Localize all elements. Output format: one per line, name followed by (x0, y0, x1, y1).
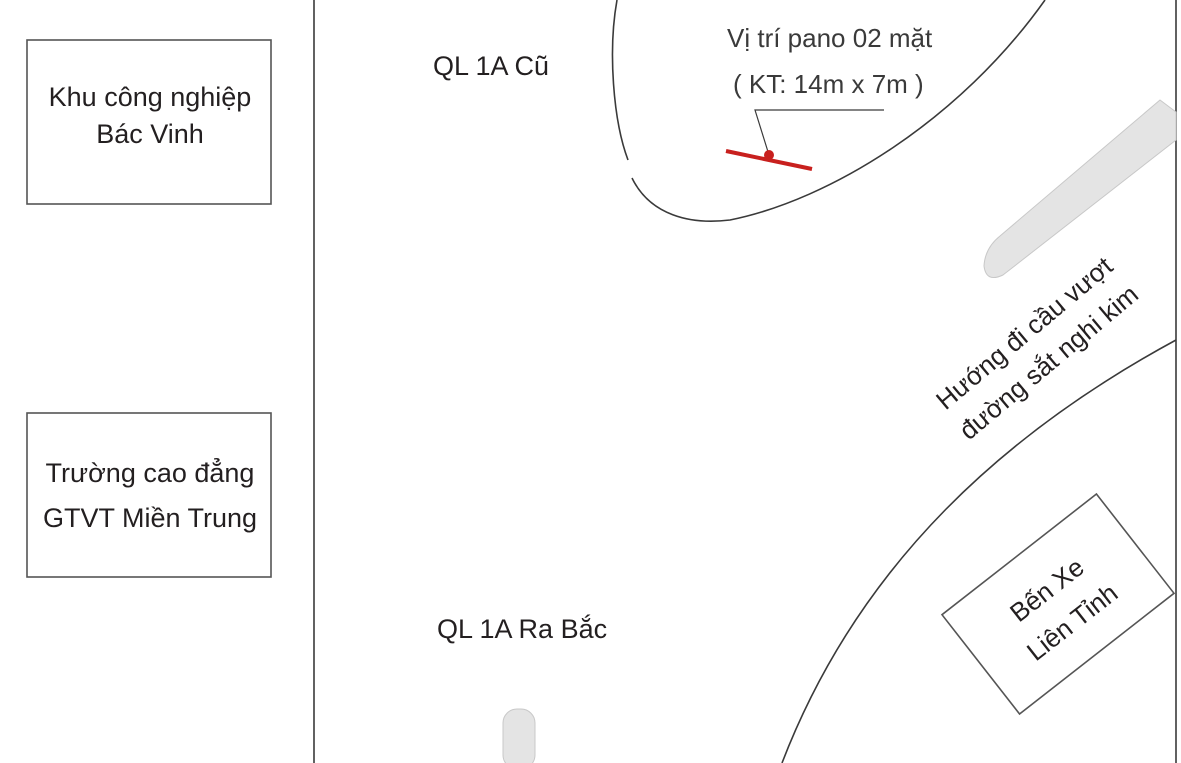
road-loop-curve-lower (631, 0, 1046, 222)
industrial-zone-label-line2: Bác Vinh (96, 119, 204, 149)
direction-label: Hướng đi cầu vượt đường sắt nghi kim (930, 250, 1144, 445)
pano-label-line2: ( KT: 14m x 7m ) (733, 69, 924, 99)
pano-callout: Vị trí pano 02 mặt ( KT: 14m x 7m ) (725, 23, 933, 171)
road-north-label: QL 1A Ra Bắc (437, 613, 607, 644)
road-curve-lower (781, 339, 1177, 763)
road-old-label: QL 1A Cũ (433, 51, 549, 81)
college-label-line2: GTVT Miền Trung (43, 503, 257, 533)
road-loop-curve (611, 0, 629, 161)
industrial-zone-label-line1: Khu công nghiệp (49, 82, 252, 112)
college-box: Trường cao đẳng GTVT Miền Trung (26, 412, 272, 578)
pano-label-line1: Vị trí pano 02 mặt (727, 23, 933, 53)
bus-station-box: Bến Xe Liên Tỉnh (940, 492, 1176, 716)
industrial-zone-box: Khu công nghiệp Bác Vinh (26, 39, 272, 205)
median-ramp (502, 708, 536, 763)
pano-marker-dot (764, 150, 774, 160)
overpass-ramp (983, 99, 1177, 278)
pano-leader-line (754, 109, 884, 156)
college-label-line1: Trường cao đẳng (46, 456, 255, 488)
